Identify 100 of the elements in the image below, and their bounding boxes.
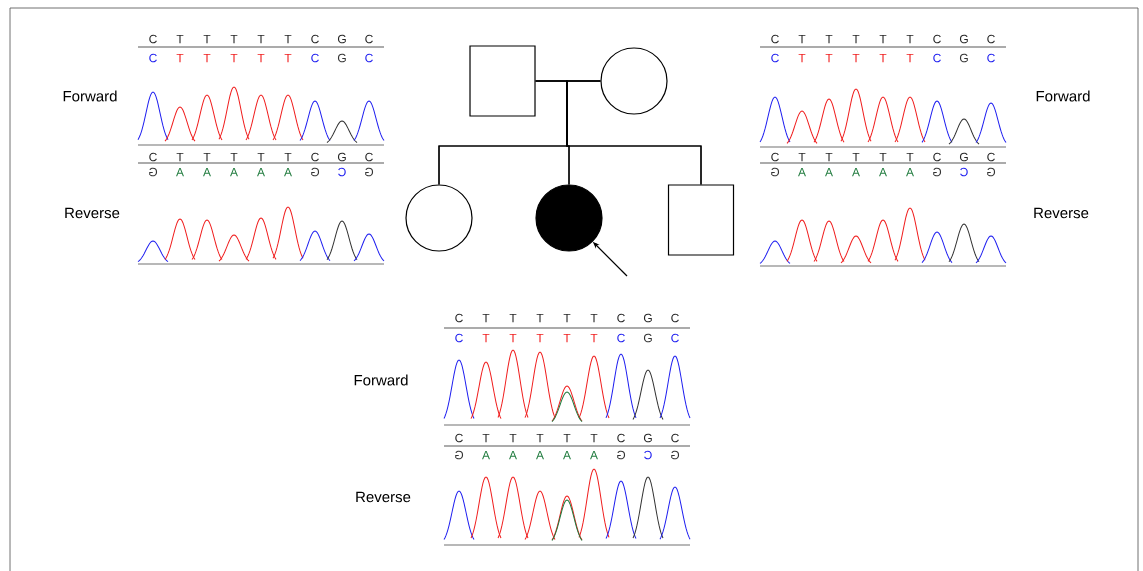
base-letter: T — [563, 333, 571, 343]
base-letter: G — [617, 450, 626, 460]
base-letter: T — [482, 313, 490, 323]
base-letter: T — [852, 53, 860, 63]
base-letter: G — [933, 167, 942, 177]
base-letter: C — [311, 34, 319, 44]
strand-label: Forward — [1036, 90, 1090, 102]
base-letter: G — [337, 152, 346, 162]
base-letter: G — [643, 333, 652, 343]
base-letter: T — [203, 53, 211, 63]
strand-label: Forward — [63, 90, 117, 102]
base-letter: T — [284, 152, 292, 162]
base-letter: C — [933, 34, 941, 44]
base-letter: C — [149, 152, 157, 162]
base-letter: C — [338, 167, 346, 177]
base-letter: C — [365, 53, 373, 63]
base-letter: C — [771, 53, 779, 63]
base-letter: G — [311, 167, 320, 177]
base-letter: T — [509, 333, 517, 343]
base-letter: C — [671, 333, 679, 343]
base-letter: C — [771, 34, 779, 44]
base-letter: C — [617, 313, 625, 323]
base-letter: G — [959, 34, 968, 44]
base-letter: C — [987, 152, 995, 162]
base-letter: T — [563, 433, 571, 443]
base-letter: C — [311, 53, 319, 63]
male-square — [469, 45, 536, 117]
base-letter: T — [590, 313, 598, 323]
base-letter: T — [482, 333, 490, 343]
base-letter: T — [482, 433, 490, 443]
base-letter: A — [590, 450, 598, 460]
base-letter: C — [617, 433, 625, 443]
base-letter: G — [959, 152, 968, 162]
base-letter: T — [563, 313, 571, 323]
base-letter: A — [879, 167, 887, 177]
base-letter: A — [798, 167, 806, 177]
base-letter: T — [203, 152, 211, 162]
male-square — [667, 184, 735, 256]
base-letter: C — [455, 313, 463, 323]
base-letter: T — [509, 313, 517, 323]
base-letter: C — [365, 34, 373, 44]
base-letter: T — [798, 34, 806, 44]
base-letter: T — [825, 152, 833, 162]
base-letter: A — [509, 450, 517, 460]
base-letter: A — [257, 167, 265, 177]
base-letter: G — [455, 450, 464, 460]
base-letter: A — [482, 450, 490, 460]
base-letter: T — [906, 152, 914, 162]
base-letter: C — [617, 333, 625, 343]
strand-label: Reverse — [356, 491, 411, 503]
base-letter: C — [311, 152, 319, 162]
base-letter: T — [230, 53, 238, 63]
base-letter: T — [879, 152, 887, 162]
base-letter: T — [590, 333, 598, 343]
base-letter: A — [203, 167, 211, 177]
base-letter: T — [825, 53, 833, 63]
base-letter: A — [563, 450, 571, 460]
base-letter: C — [671, 313, 679, 323]
female-circle — [600, 47, 668, 115]
base-letter: C — [365, 152, 373, 162]
base-letter: C — [987, 34, 995, 44]
base-letter: G — [643, 433, 652, 443]
female-circle — [405, 184, 473, 252]
base-letter: C — [644, 450, 652, 460]
base-letter: T — [825, 34, 833, 44]
base-letter: G — [771, 167, 780, 177]
base-letter: T — [203, 34, 211, 44]
base-letter: T — [852, 34, 860, 44]
strand-label: Reverse — [65, 207, 120, 219]
base-letter: T — [906, 53, 914, 63]
base-letter: G — [643, 313, 652, 323]
base-letter: T — [879, 34, 887, 44]
base-letter: A — [906, 167, 914, 177]
base-letter: C — [960, 167, 968, 177]
base-letter: A — [825, 167, 833, 177]
base-letter: T — [257, 53, 265, 63]
base-letter: A — [176, 167, 184, 177]
base-letter: T — [906, 34, 914, 44]
base-letter: T — [879, 53, 887, 63]
strand-label: Reverse — [1034, 207, 1089, 219]
base-letter: C — [671, 433, 679, 443]
base-letter: C — [455, 433, 463, 443]
base-letter: T — [284, 34, 292, 44]
base-letter: T — [798, 152, 806, 162]
pedigree-line — [566, 80, 702, 185]
base-letter: T — [257, 34, 265, 44]
base-letter: T — [230, 34, 238, 44]
base-letter: A — [284, 167, 292, 177]
strand-label: Forward — [354, 374, 408, 386]
base-letter: C — [149, 34, 157, 44]
base-letter: T — [798, 53, 806, 63]
base-letter: G — [365, 167, 374, 177]
base-letter: G — [987, 167, 996, 177]
base-letter: T — [590, 433, 598, 443]
base-letter: T — [176, 34, 184, 44]
base-letter: G — [149, 167, 158, 177]
base-letter: C — [455, 333, 463, 343]
base-letter: G — [959, 53, 968, 63]
base-letter: A — [536, 450, 544, 460]
base-letter: G — [337, 53, 346, 63]
